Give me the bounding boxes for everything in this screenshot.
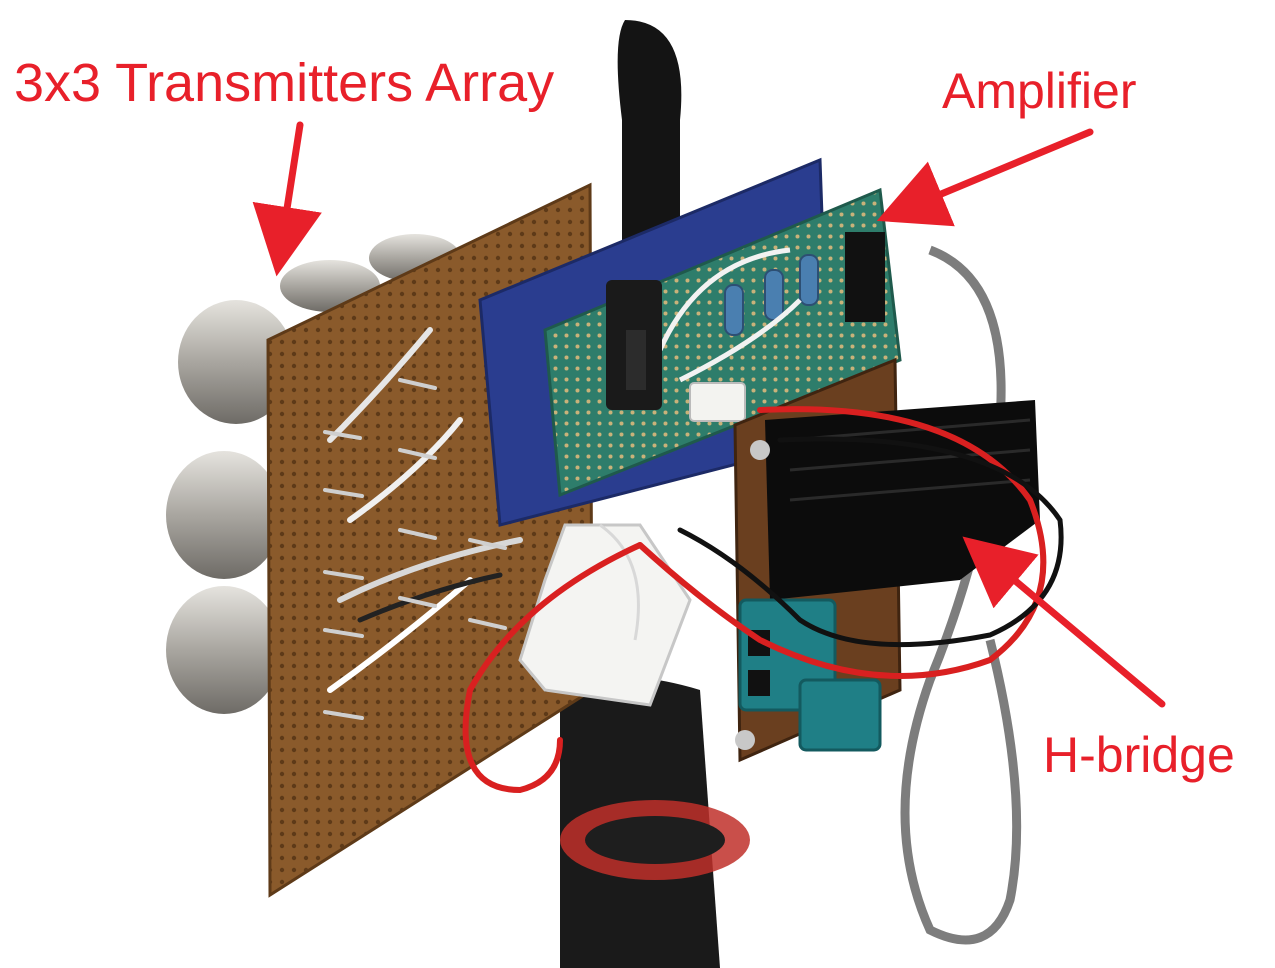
annotation-arrows: [252, 121, 1166, 708]
arrow-to-h-bridge: [962, 536, 1166, 708]
amplifier-label: Amplifier: [942, 63, 1137, 119]
arrow-to-amplifier: [876, 128, 1094, 227]
arrow-to-array: [252, 121, 322, 277]
gray-wire: [900, 245, 1022, 945]
ultrasonic-transducers: [166, 234, 461, 714]
power-wires: [462, 406, 1064, 794]
array-wiring: [323, 327, 523, 720]
transmitters-array-label: 3x3 Transmitters Array: [14, 53, 555, 113]
h-bridge-label: H-bridge: [1043, 727, 1235, 783]
amplifier-board: [543, 187, 902, 498]
white-connector: [518, 523, 692, 707]
audio-jack: [606, 280, 662, 410]
